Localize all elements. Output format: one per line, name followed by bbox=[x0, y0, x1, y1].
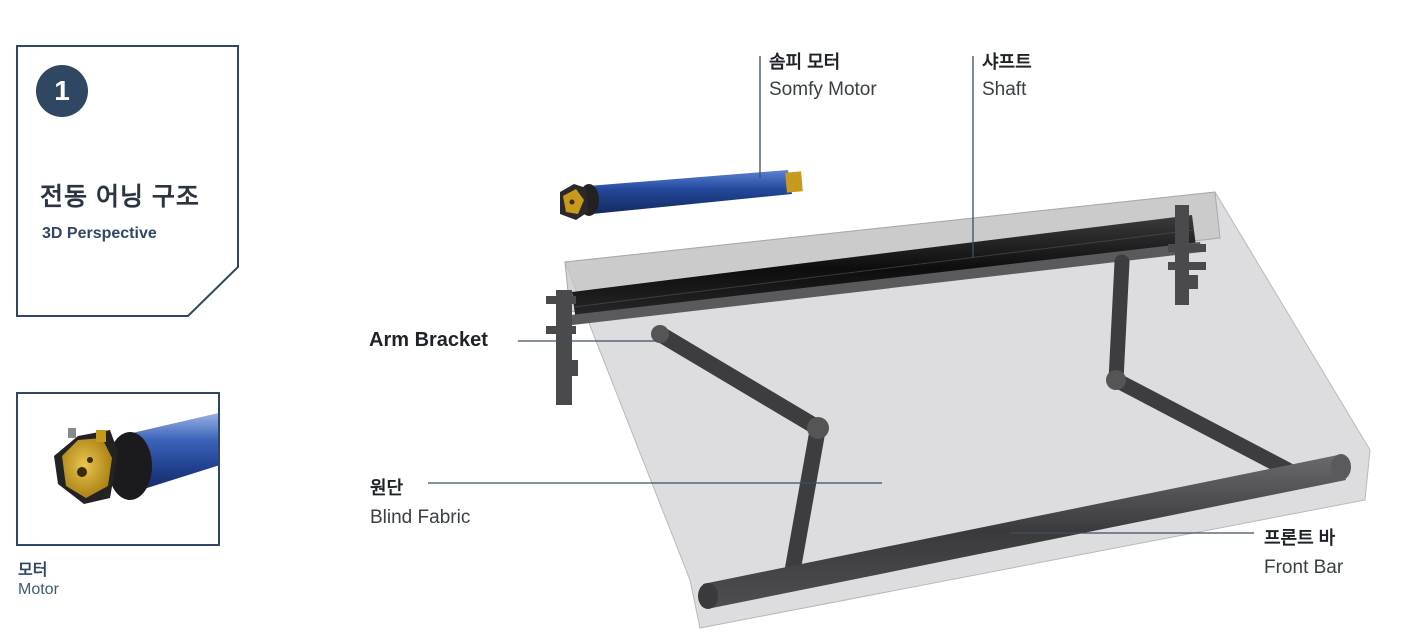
section-number-badge: 1 bbox=[36, 65, 88, 117]
title-card: 1 전동 어닝 구조 3D Perspective bbox=[16, 45, 240, 317]
motor-closeup-image bbox=[54, 413, 218, 504]
motor-label-en: Somfy Motor bbox=[769, 79, 877, 100]
left-arm bbox=[652, 326, 826, 576]
front-bar-label-en: Front Bar bbox=[1264, 557, 1344, 578]
arm-bracket-label: Arm Bracket bbox=[369, 329, 488, 351]
fabric-label-en: Blind Fabric bbox=[370, 507, 471, 528]
thumbnail-label-en: Motor bbox=[18, 581, 59, 598]
right-arm bbox=[1108, 254, 1296, 478]
motor-label-ko: 솜피 모터 bbox=[769, 52, 841, 72]
shaft-label-ko: 샤프트 bbox=[982, 52, 1032, 72]
fabric-label-ko: 원단 bbox=[370, 478, 404, 498]
front-bar bbox=[698, 454, 1351, 609]
thumbnail-label-ko: 모터 bbox=[18, 562, 48, 579]
top-rail bbox=[562, 242, 1202, 326]
card-subtitle: 3D Perspective bbox=[42, 225, 157, 242]
left-bracket bbox=[546, 290, 578, 405]
motor-thumbnail bbox=[16, 392, 220, 546]
leader-lines bbox=[428, 56, 1254, 534]
card-title: 전동 어닝 구조 bbox=[40, 183, 200, 211]
front-bar-label-ko: 프론트 바 bbox=[1264, 528, 1336, 548]
somfy-motor bbox=[560, 170, 803, 220]
right-bracket bbox=[1168, 205, 1206, 305]
shaft-label-en: Shaft bbox=[982, 79, 1027, 100]
